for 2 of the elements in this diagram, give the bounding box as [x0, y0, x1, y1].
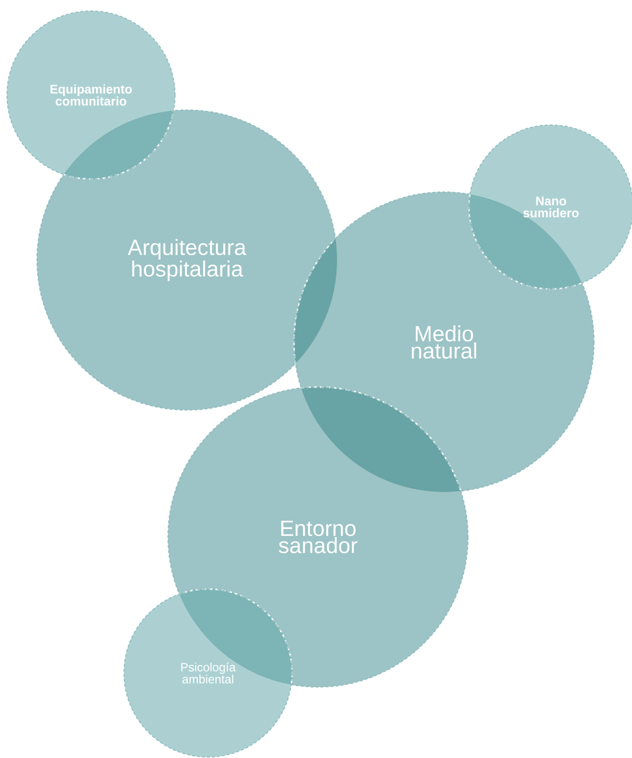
node-label: Entorno sanador	[278, 520, 358, 554]
node-label: Medio natural	[412, 325, 476, 359]
